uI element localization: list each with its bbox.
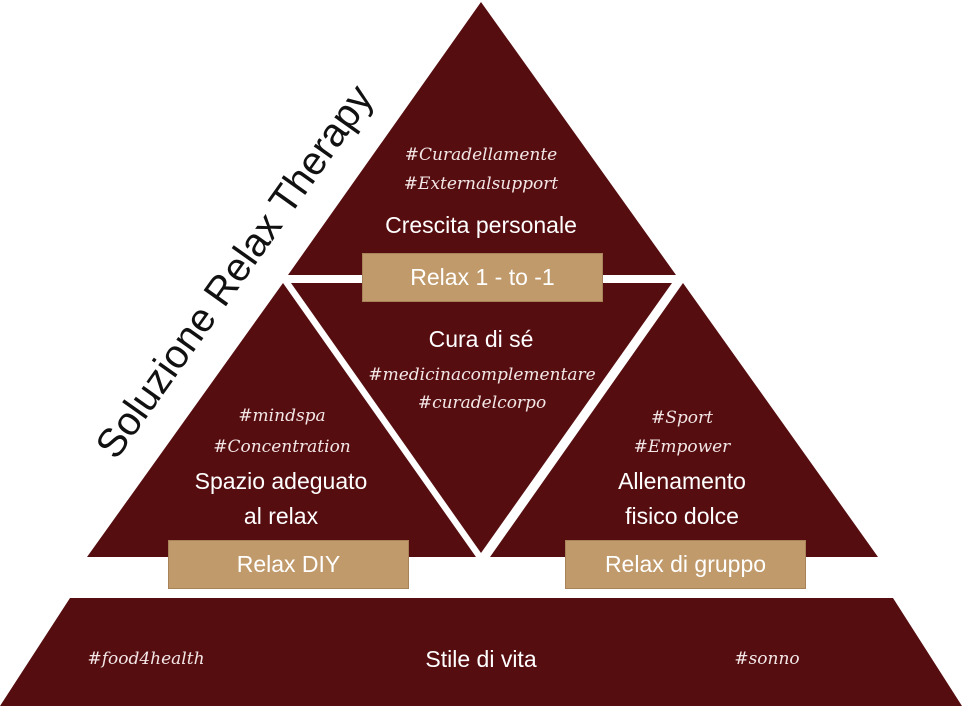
middle-title: Cura di sé <box>428 326 534 352</box>
tag-sonno: #sonno <box>734 649 800 669</box>
left-title-line1: Spazio adeguato <box>194 468 368 494</box>
base-trapezoid <box>0 598 962 706</box>
relax-1-to-1-button[interactable]: Relax 1 - to -1 <box>362 253 603 302</box>
middle-inverted-triangle <box>291 283 672 553</box>
top-title: Crescita personale <box>385 212 577 238</box>
tag-curadelcorpo: #curadelcorpo <box>417 393 547 413</box>
right-title-line1: Allenamento <box>618 468 746 494</box>
tag-empower: #Empower <box>633 437 731 457</box>
tag-medicinacomplementare: #medicinacomplementare <box>368 365 596 385</box>
base-title: Stile di vita <box>425 646 537 672</box>
tag-concentration: #Concentration <box>213 437 351 457</box>
relax-diy-button[interactable]: Relax DIY <box>168 540 409 589</box>
right-triangle <box>490 283 878 557</box>
tag-sport: #Sport <box>651 408 713 428</box>
tag-externalsupport: #Externalsupport <box>403 174 559 194</box>
tag-curadellamente: #Curadellamente <box>404 145 558 165</box>
right-title-line2: fisico dolce <box>625 503 739 529</box>
top-triangle <box>288 2 676 275</box>
relax-di-gruppo-button[interactable]: Relax di gruppo <box>565 540 806 589</box>
left-triangle <box>87 283 476 557</box>
tag-mindspa: #mindspa <box>238 406 326 426</box>
left-title-line2: al relax <box>243 503 319 529</box>
tag-food4health: #food4health <box>87 649 205 669</box>
